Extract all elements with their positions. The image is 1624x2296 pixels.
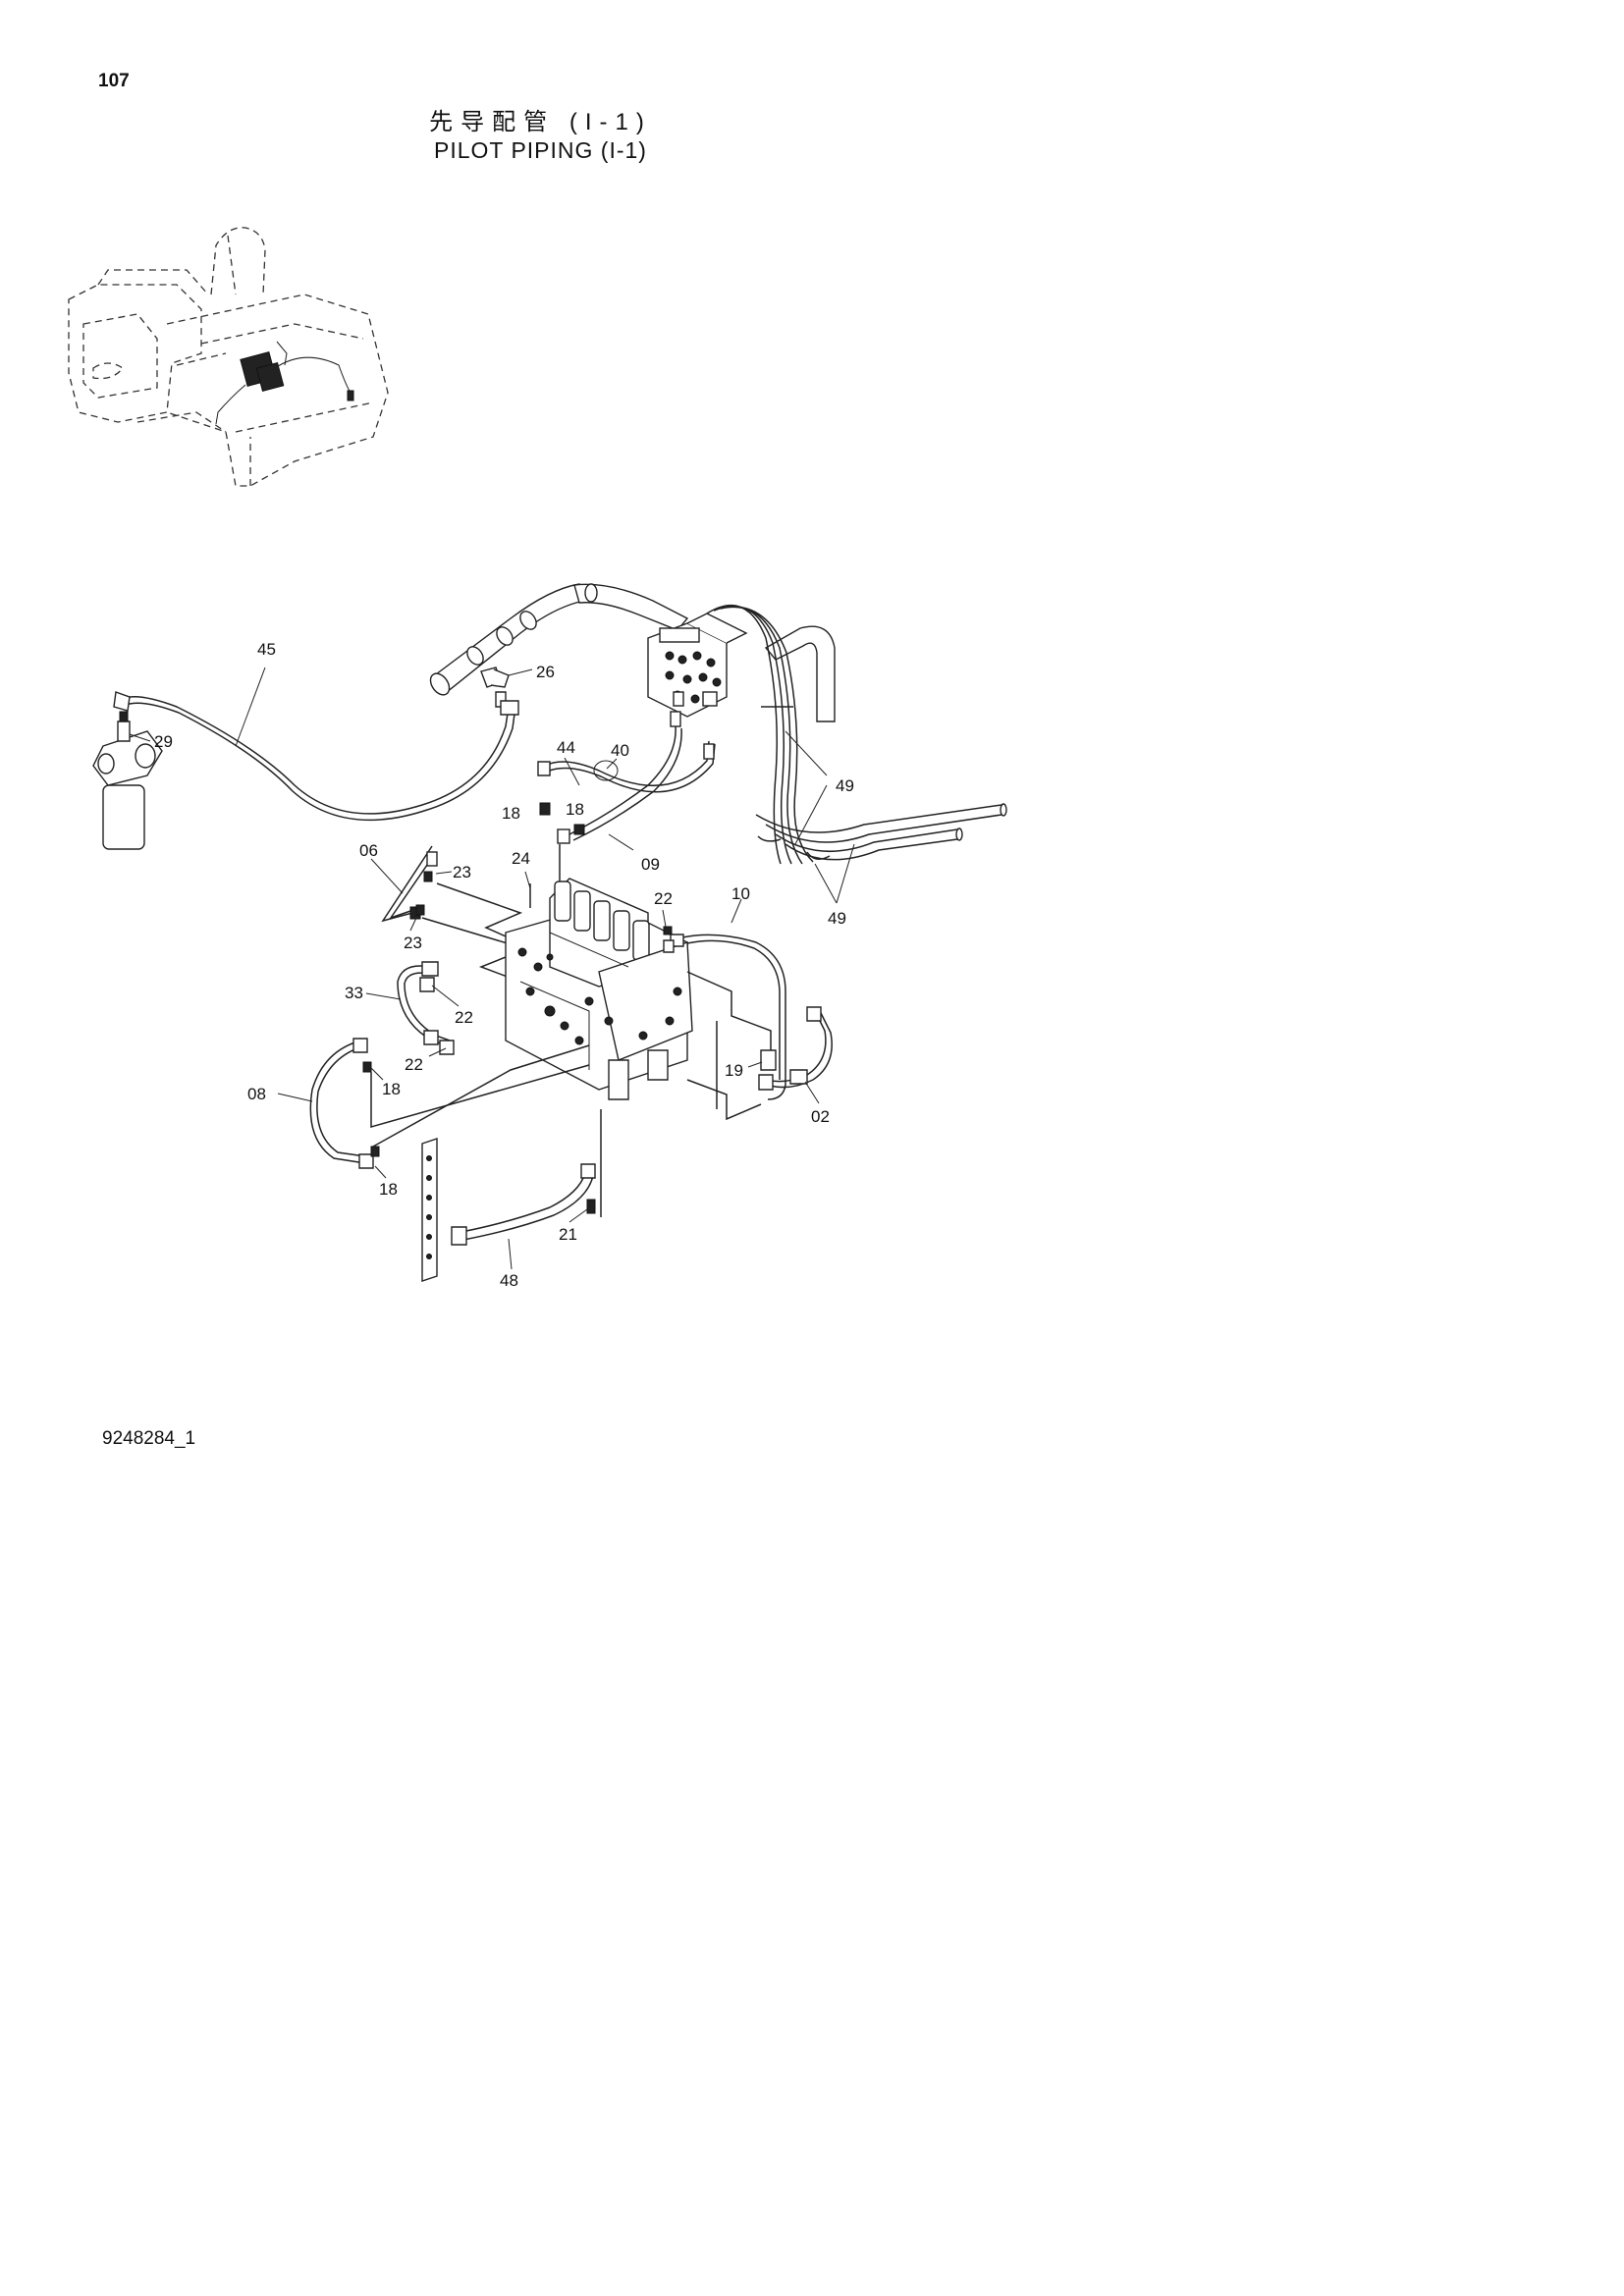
callout-23-upper: 23 <box>453 863 471 881</box>
callout-08: 08 <box>247 1085 266 1103</box>
callout-22-middle: 22 <box>455 1008 473 1027</box>
callout-21: 21 <box>559 1225 577 1244</box>
callout-33: 33 <box>345 984 363 1002</box>
callout-45: 45 <box>257 640 276 659</box>
pilot-piping-drawing <box>92 583 1007 1282</box>
callout-19: 19 <box>725 1061 743 1080</box>
callout-40: 40 <box>611 741 629 760</box>
callout-10: 10 <box>731 884 750 903</box>
callout-22-lower: 22 <box>405 1055 423 1074</box>
callout-09: 09 <box>641 855 660 874</box>
callout-24: 24 <box>512 849 530 868</box>
page-number: 107 <box>98 71 130 91</box>
callout-26: 26 <box>536 663 555 681</box>
callout-49-upper: 49 <box>836 776 854 795</box>
drawing-number: 9248284_1 <box>102 1428 196 1449</box>
callout-23-lower: 23 <box>404 934 422 952</box>
callout-18-upper-left: 18 <box>502 804 520 823</box>
excavator-overview <box>68 227 389 487</box>
callout-18-middle: 18 <box>382 1080 401 1098</box>
title-english: PILOT PIPING (I-1) <box>434 137 647 163</box>
parts-diagram: 45 26 29 44 40 49 18 18 09 06 23 24 22 1… <box>68 227 1007 1290</box>
callout-49-lower: 49 <box>828 909 846 928</box>
callout-22-right: 22 <box>654 889 673 908</box>
callout-48: 48 <box>500 1271 518 1290</box>
callout-18-lower: 18 <box>379 1180 398 1199</box>
callout-44: 44 <box>557 738 575 757</box>
callout-02: 02 <box>811 1107 830 1126</box>
callout-29: 29 <box>154 732 173 751</box>
callout-18-upper-right: 18 <box>566 800 584 819</box>
callout-06: 06 <box>359 841 378 860</box>
callout-labels: 45 26 29 44 40 49 18 18 09 06 23 24 22 1… <box>154 640 854 1290</box>
title-chinese: 先导配管 (I-1) <box>429 109 652 135</box>
